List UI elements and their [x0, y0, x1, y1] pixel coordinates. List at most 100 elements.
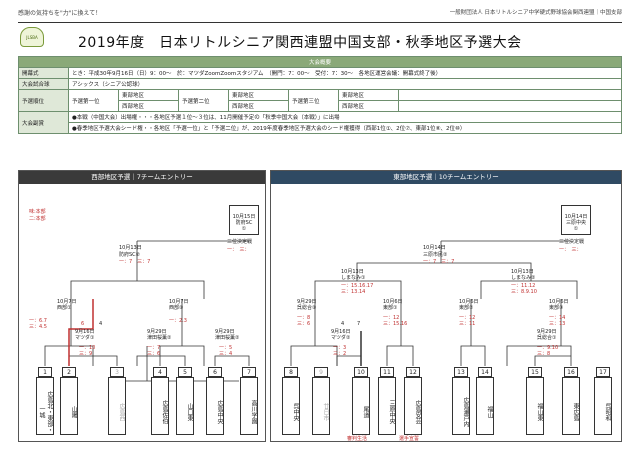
east-top-score: 一：7 三：7 [423, 259, 455, 265]
east-team-name: 広島安芸 [404, 377, 422, 435]
second-west: 西部地区 [228, 100, 289, 112]
west-q-right-score: 一：2.3 [169, 318, 187, 324]
west-team-num: 4 [153, 367, 167, 377]
east-sf-left: 10月13日 しまなみ① [341, 269, 366, 281]
west-semi-date: 10月13日 [119, 245, 142, 251]
west-third-score: 一： 三： [227, 247, 250, 253]
west-note-2: 二:本部 [29, 216, 46, 222]
west-team-name: 広島中央 [206, 377, 224, 435]
east-q2: 10月6日 東部① [383, 299, 403, 311]
east-top-date: 10月14日 [423, 245, 446, 251]
east-team-num: 13 [454, 367, 468, 377]
east-team-num: 14 [478, 367, 492, 377]
west-note-1: 味:本部 [29, 209, 46, 215]
west-bracket: 西部地区予選｜7チームエントリー 味:本部 二:本部 1 [18, 170, 266, 442]
west-team-name: 山口東 [176, 377, 194, 435]
east-team-num: 8 [284, 367, 298, 377]
west-final-label: 10月15日 防府SC ① [232, 214, 256, 232]
second-east: 東部地区 [228, 89, 289, 101]
east-q1: 9月29日 呉総合② [297, 299, 317, 311]
east-header: 東部地区予選｜10チームエントリー [271, 171, 621, 184]
east-final-box: 10月14日 三原中央 ① [561, 205, 591, 235]
east-q3-score: 一：12 三：11 [459, 315, 476, 327]
west-team-name: 広島西 [108, 377, 126, 435]
west-team-name: 高川学園 [240, 377, 258, 435]
west-semi-score: 一：7 三：7 [119, 259, 151, 265]
east-q3: 10月6日 東部② [459, 299, 479, 311]
west-team-name: 広島佐伯 [151, 377, 169, 435]
east-sf-left-score: 一：15.16.17 三：13.14 [341, 283, 374, 295]
east-r1-a: 9月16日 マツダ② [331, 329, 351, 341]
opening-value: とき：平成30年9月16日（日）9：00〜 於：マツダZoomZoomスタジアム… [68, 67, 622, 79]
second-label: 予選第二位 [178, 89, 229, 112]
west-team-num: 2 [62, 367, 76, 377]
west-team-num: 6 [208, 367, 222, 377]
east-q4: 10月6日 東部③ [549, 299, 569, 311]
first-west: 西部地区 [118, 100, 179, 112]
prize-line-1: ●本戦（中国大会）出場権・・・各地区予選１位〜３位は、11月開催予定の「秋季中国… [68, 111, 622, 123]
west-q-right: 10月7日 西部② [169, 299, 189, 311]
west-r1-b: 9月29日 津田桜薫② [147, 329, 172, 341]
west-header: 西部地区予選｜7チームエントリー [19, 171, 265, 184]
east-team-num: 17 [596, 367, 610, 377]
first-east: 東部地区 [118, 89, 179, 101]
east-team-name: 三原中央 [378, 377, 396, 435]
logo-text: JLSBA [26, 35, 38, 40]
east-team-name: 呉中央 [282, 377, 300, 435]
east-team-name: 東広島 [562, 377, 580, 435]
rank-label: 予選順位 [18, 89, 69, 112]
west-q-left: 10月7日 西部① [57, 299, 77, 311]
east-bottom-note-1: 審判生活 [347, 436, 368, 442]
east-team-num: 9 [314, 367, 328, 377]
east-team-num: 15 [528, 367, 542, 377]
west-team-num: 5 [178, 367, 192, 377]
page-title: 2019年度 日本リトルシニア関西連盟中国支部・秋季地区予選大会 [78, 35, 522, 51]
east-q1-score: 一：8 三：6 [297, 315, 311, 327]
east-third-place: 三位決定戦 [559, 239, 585, 245]
east-team-name: 呉昭和 [594, 377, 612, 435]
east-final-label: 10月14日 三原中央 ① [564, 214, 588, 232]
east-bracket: 東部地区予選｜10チームエントリー 10月14日 三原中央 ① 三位決定戦 一：… [270, 170, 622, 442]
east-r1-a-score: 一：3 三：2 [333, 345, 347, 357]
west-semi-name: 防府SC② [119, 252, 141, 258]
west-final-box: 10月15日 防府SC ① [229, 205, 259, 235]
east-team-name: 福山東 [526, 377, 544, 435]
east-lines [290, 240, 578, 366]
east-team-name: 廿日市 [312, 377, 330, 435]
first-label: 予選第一位 [68, 89, 119, 112]
east-bottom-note-2: 選手宣誓 [399, 436, 420, 442]
east-team-name: 福山 [476, 377, 494, 435]
east-team-name: 尾道 [352, 377, 370, 435]
east-q2-score: 一：12 三：15.16 [383, 315, 408, 327]
ball-label: 大会試合球 [18, 78, 69, 90]
prize-line-2: ●春季地区予選大会シード権・・各地区「予選一位」と「予選二位」が、2019年度春… [68, 122, 622, 134]
east-team-num: 16 [564, 367, 578, 377]
third-east-blank [398, 89, 622, 101]
east-team-num: 12 [406, 367, 420, 377]
west-third-place: 三位決定戦 [227, 239, 253, 245]
opening-label: 開幕式 [18, 67, 69, 79]
west-r1-a: 9月16日 マツダ① [75, 329, 95, 341]
third-west-blank [398, 100, 622, 112]
divider [18, 22, 622, 23]
east-r1-b: 9月29日 呉総合① [537, 329, 557, 341]
third-label: 予選第三位 [288, 89, 339, 112]
tournament-overview: 大会概要 開幕式 とき：平成30年9月16日（日）9：00〜 於：マツダZoom… [18, 56, 622, 134]
west-r1-a-score: 一：10 三：9 [79, 345, 96, 357]
east-third-score: 一： 三： [559, 247, 582, 253]
west-team-num: 1 [38, 367, 52, 377]
west-team-name: 山陽 [60, 377, 78, 435]
east-top-num-1: 4 [341, 321, 345, 327]
west-team-num: 3 [110, 367, 124, 377]
west-team-num: 7 [242, 367, 256, 377]
east-team-name: 広島瀬戸内 [452, 377, 470, 435]
section-heading: 大会概要 [18, 56, 622, 68]
west-top-num-1: 6 [81, 321, 85, 327]
prize-label: 大会副賞 [18, 111, 69, 134]
east-sf-right-score: 一：11.12 三：8.9.10 [511, 283, 537, 295]
east-team-num: 11 [380, 367, 394, 377]
west-r1-b-score: 一：7 三：6 [147, 345, 161, 357]
ball-value: アシックス（シニア公認球） [68, 78, 622, 90]
slogan: 感謝の気持ちを"力"に換えて！ [18, 10, 102, 17]
west-q-left-score: 一：6.7 三：4.5 [29, 318, 47, 330]
